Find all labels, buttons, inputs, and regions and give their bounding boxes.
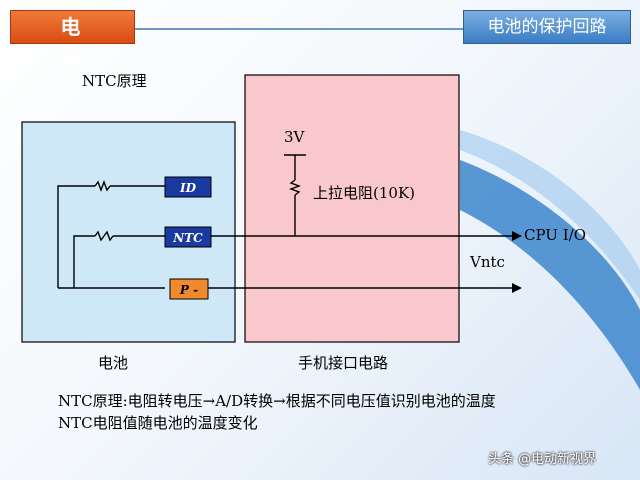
title-divider — [135, 28, 465, 30]
pin-ntc-label: NTC — [172, 231, 203, 245]
section-title: 电 池 — [10, 10, 135, 71]
decorative-swoosh-light — [460, 130, 640, 300]
note-line-2: NTC电阻值随电池的温度变化 — [58, 414, 258, 432]
pin-id-label: ID — [179, 181, 197, 195]
battery-label: 电池 — [98, 354, 129, 372]
vntc-arrow-head — [512, 283, 522, 293]
signal-wires — [208, 154, 512, 289]
cpu-io-label: CPU I/O — [524, 226, 586, 244]
ntc-principle-heading: NTC原理 — [82, 72, 147, 90]
vntc-label: Vntc — [470, 253, 505, 271]
cpu-arrow-head — [512, 231, 522, 241]
slide-title: 电池的保护回路 — [463, 10, 631, 44]
pin-p-box — [169, 278, 209, 300]
pin-p-label: P - — [179, 283, 198, 297]
pin-ntc-box — [164, 226, 212, 248]
watermark: 头条 @电动新视界 — [488, 452, 597, 467]
pin-id-box — [164, 176, 212, 198]
phone-interface-box — [244, 74, 460, 343]
phone-interface-label: 手机接口电路 — [298, 354, 389, 372]
decorative-swoosh — [460, 160, 640, 390]
battery-wiring — [57, 180, 165, 289]
pullup-resistor-label: 上拉电阻(10K) — [313, 184, 415, 202]
voltage-label: 3V — [284, 128, 305, 146]
note-line-1: NTC原理:电阻转电压→A/D转换→根据不同电压值识别电池的温度 — [58, 392, 496, 410]
